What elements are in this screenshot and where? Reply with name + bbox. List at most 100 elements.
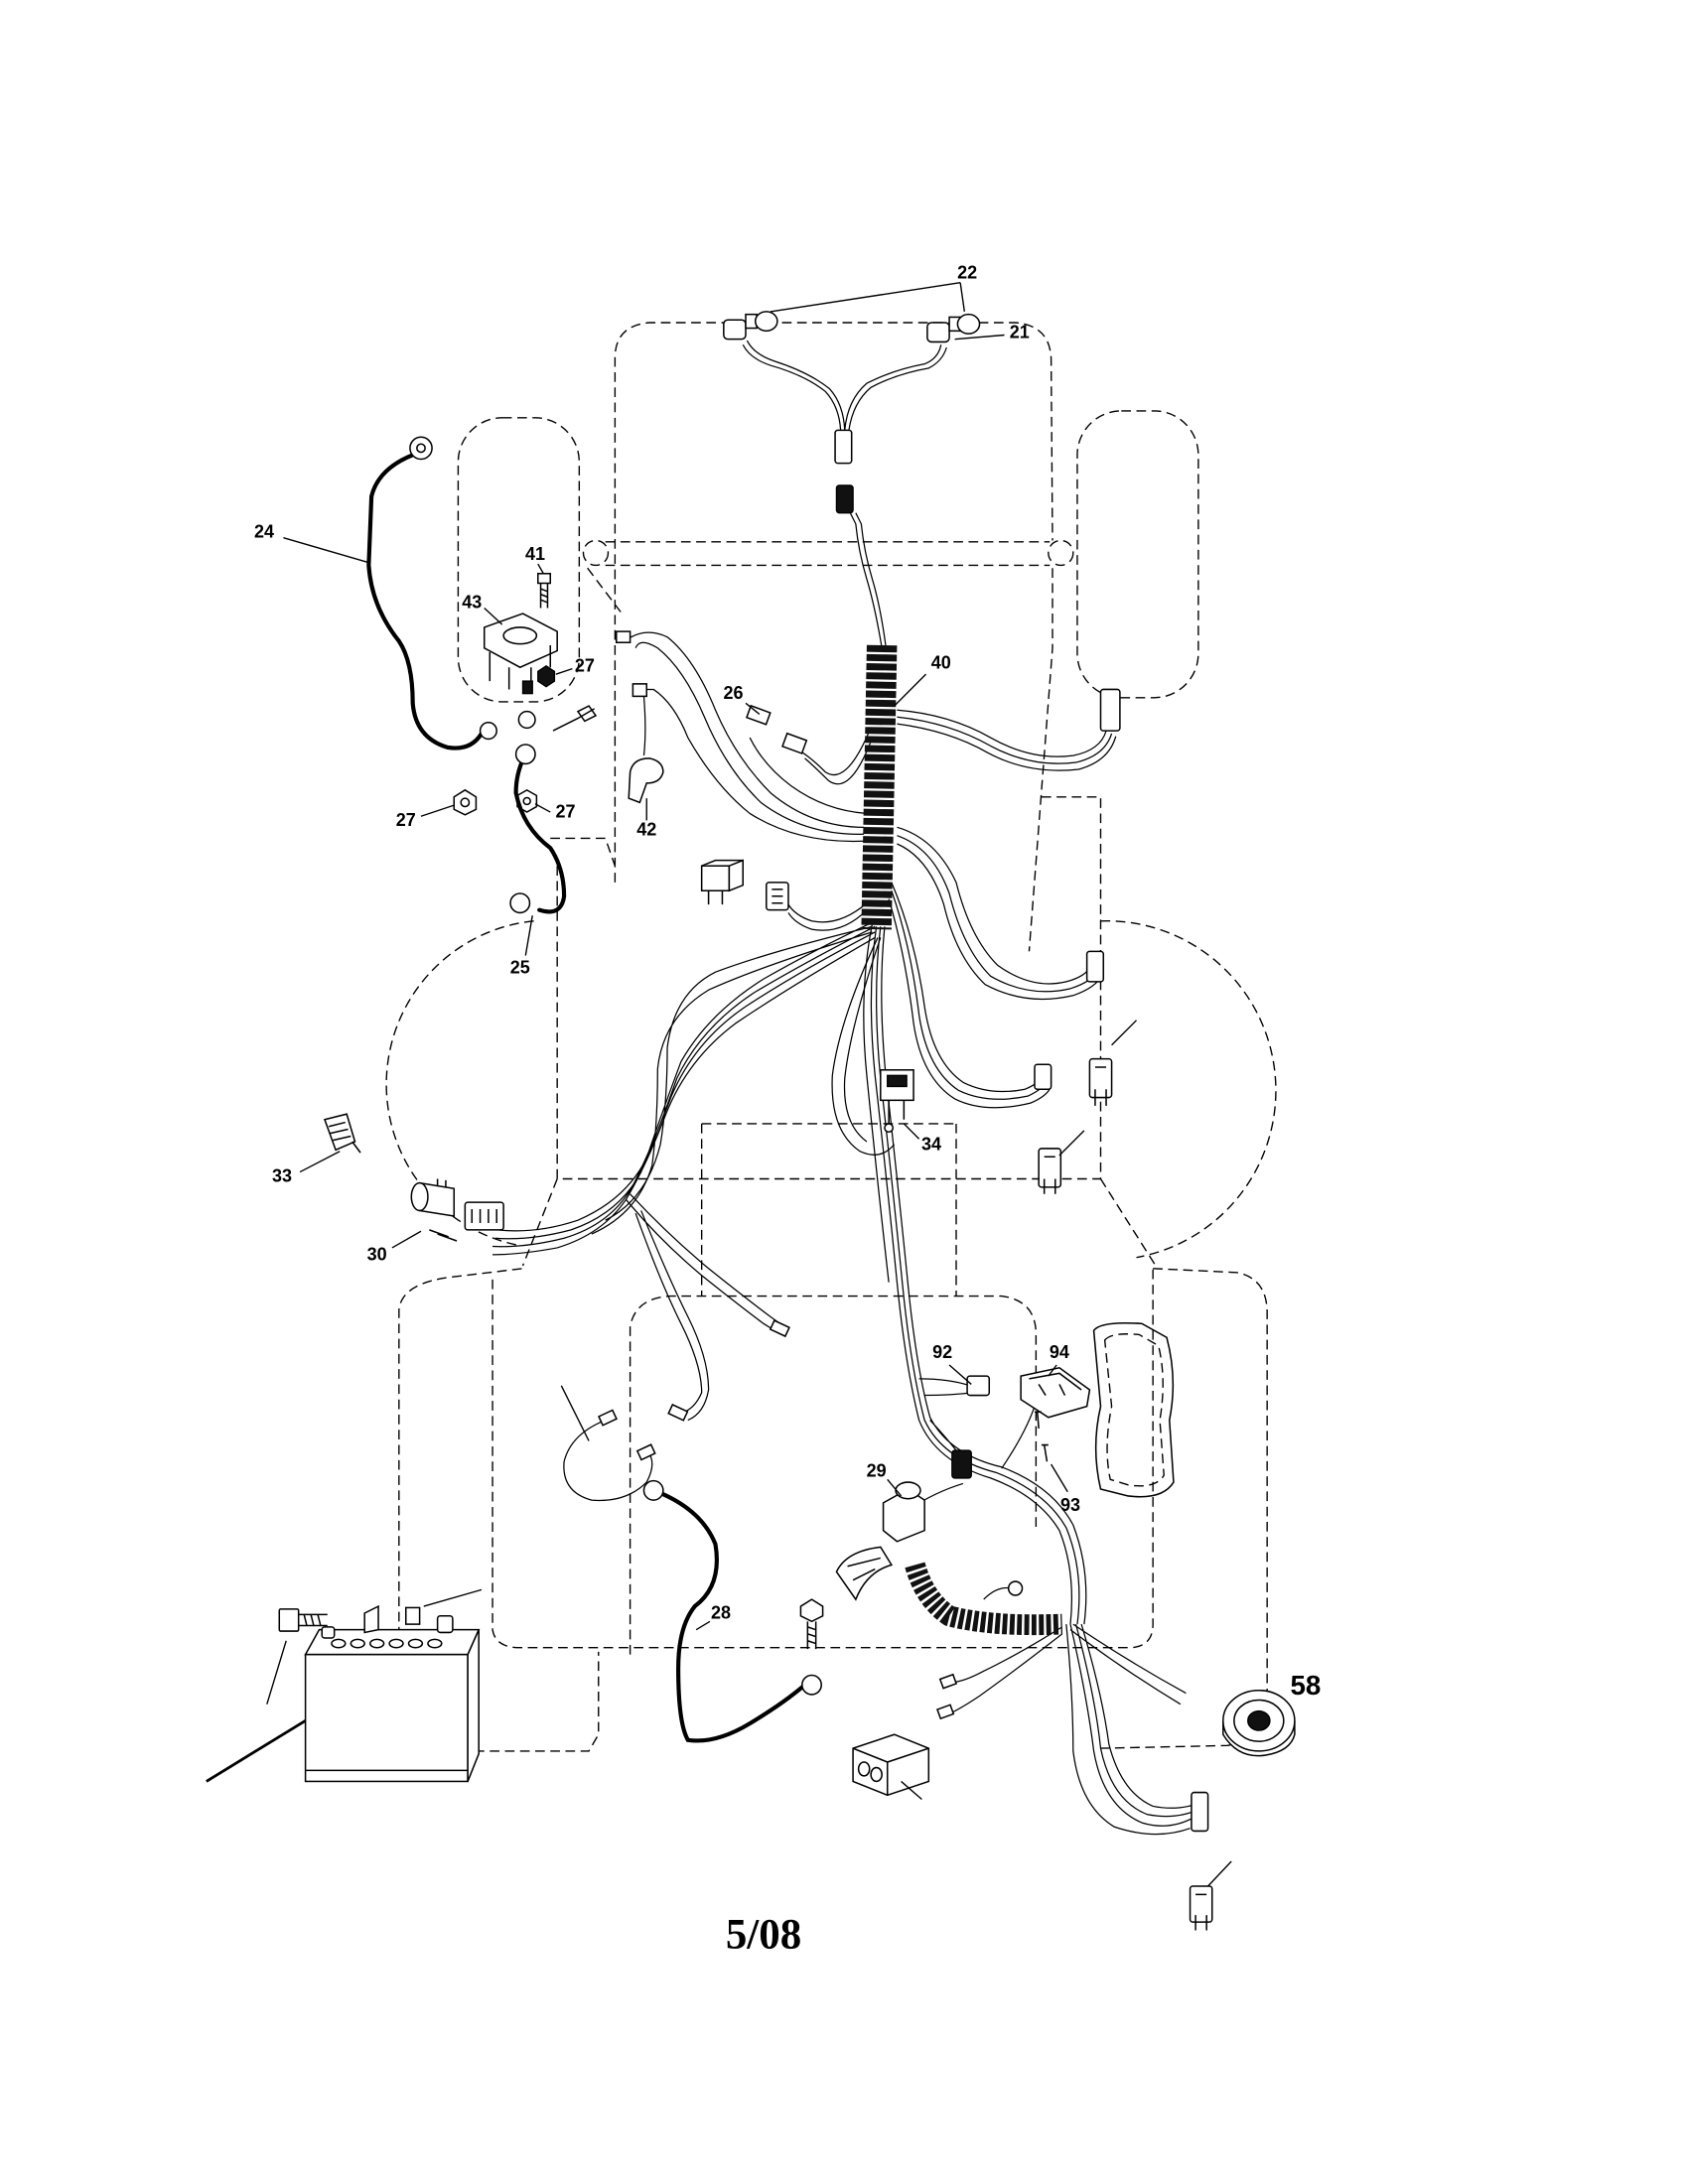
- ignition-switch-face: [410, 1181, 429, 1212]
- ignition-switch-pins: [429, 1178, 458, 1242]
- part-58-center: [1247, 1709, 1271, 1731]
- connector-92: [951, 1375, 991, 1479]
- front-wheel-left: [457, 417, 581, 703]
- callout-27-right: 27: [555, 802, 575, 822]
- callout-34: 34: [921, 1134, 941, 1154]
- module-94: [1020, 1366, 1091, 1419]
- connector-end-lower-right: [1191, 1791, 1209, 1833]
- switch-plug-middle-leader: [1058, 1130, 1085, 1157]
- nut-27-right-hole: [522, 796, 531, 806]
- relay: [700, 859, 789, 911]
- callout-24: 24: [254, 522, 274, 542]
- battery-post-positive: [436, 1615, 454, 1634]
- battery-bolt-head: [278, 1608, 300, 1632]
- switch-plug-middle-body: [1038, 1148, 1062, 1188]
- callout-26: 26: [724, 683, 744, 703]
- part-29-plug: [835, 1546, 894, 1601]
- callout-43: 43: [462, 592, 482, 612]
- callout-leaders: [283, 282, 1068, 1631]
- switch-plug-upper: [1088, 1020, 1138, 1106]
- solenoid-lead-terminal: [552, 705, 598, 732]
- pedal-bracket: [1092, 1321, 1175, 1498]
- switch-34-terminals: [888, 1100, 906, 1124]
- module-94-detail: [1029, 1372, 1082, 1396]
- harness-terminal-upper: [615, 630, 632, 643]
- part-58-ring: [1233, 1699, 1285, 1742]
- callout-28: 28: [711, 1603, 731, 1623]
- part-58: [1222, 1690, 1296, 1757]
- headlight-socket-right: [926, 322, 950, 343]
- harness-branch-26: [800, 730, 874, 785]
- switch-34-terminal-ring: [884, 1123, 895, 1134]
- battery-post-negative: [321, 1626, 336, 1639]
- screws-93: [1034, 1411, 1049, 1462]
- callout-40: 40: [931, 653, 951, 673]
- connectors-26: [746, 704, 808, 754]
- connector-26-b: [781, 732, 808, 754]
- headlight-bulb-left: [754, 311, 778, 333]
- lead-loop-leader: [560, 1385, 590, 1441]
- ignition-module: [852, 1673, 958, 1801]
- harness-end-connectors: [1034, 688, 1209, 1833]
- bolt-41: [537, 573, 552, 609]
- switch-34: [880, 1069, 914, 1134]
- battery-leader: [206, 1719, 307, 1783]
- front-axle-pivot-right: [1048, 539, 1074, 567]
- battery-front: [304, 1653, 469, 1783]
- part-29-plug-detail: [847, 1557, 881, 1581]
- headlight-harness-21: [742, 340, 947, 431]
- solenoid-stud: [521, 680, 533, 695]
- module-lead-terminal-b: [936, 1704, 955, 1720]
- ring-terminal-25-top: [514, 744, 536, 765]
- callout-92: 92: [932, 1342, 952, 1362]
- battery-bolt-shank: [298, 1613, 328, 1627]
- callout-94: 94: [1050, 1342, 1069, 1362]
- callout-25: 25: [510, 958, 530, 978]
- ground-cable-28-wire: [655, 1489, 807, 1743]
- relay-pins: [707, 890, 724, 905]
- ignition-module-port-a: [857, 1761, 871, 1777]
- ground-bolt-shank: [806, 1621, 817, 1650]
- ignition-module-leader: [901, 1780, 922, 1801]
- battery-side: [467, 1629, 480, 1782]
- battery-cap-5: [407, 1638, 424, 1649]
- switch-plug-middle: [1038, 1130, 1085, 1194]
- ring-terminal-24-top: [409, 436, 433, 461]
- lead-terminal-a: [769, 1319, 790, 1338]
- nut-27-right: [516, 788, 538, 813]
- ground-bolt: [799, 1598, 824, 1650]
- harness-branch-seat-leads: [563, 1193, 781, 1502]
- ring-terminal-28-bottom: [801, 1674, 822, 1696]
- ignition-switch-plug-slots: [471, 1209, 497, 1223]
- ignition-module-edge: [852, 1747, 929, 1796]
- battery-nut: [404, 1606, 421, 1625]
- ring-terminal-28-top: [642, 1479, 664, 1501]
- switch-plug-bottom-detail: [1194, 1893, 1207, 1931]
- harness-branch-relay: [787, 902, 868, 931]
- switch-34-rocker: [887, 1074, 908, 1088]
- headlight-connector-lower: [835, 484, 854, 514]
- harness-branch-right-upper: [897, 709, 1117, 771]
- tractor-outline: [385, 322, 1277, 1752]
- headlight-connector-upper: [834, 429, 853, 465]
- harness-branch-lower: [951, 1586, 1206, 1836]
- harness-branch-left-upper: [628, 631, 867, 843]
- harness-conduit-40: [861, 644, 898, 930]
- relay-connector-slots: [772, 888, 783, 904]
- callout-58: 58: [1291, 1670, 1322, 1701]
- headlight-lead: [849, 512, 887, 648]
- harness-branch-right-mid: [888, 826, 1103, 1109]
- front-axle-pivot-left: [582, 539, 610, 567]
- connector-92-lower: [951, 1449, 972, 1479]
- callout-27-top: 27: [575, 655, 595, 675]
- fuse-holder-body: [628, 757, 664, 804]
- solenoid-washer: [517, 710, 536, 730]
- battery-terminal-bracket: [363, 1604, 379, 1634]
- battery-cable-24-wire: [366, 453, 485, 751]
- ignition-switch-30: [410, 1178, 504, 1242]
- battery-cap-3: [368, 1638, 385, 1649]
- callout-29: 29: [867, 1460, 887, 1480]
- pedal-bracket-inner: [1103, 1333, 1165, 1487]
- ground-cable-28: [642, 1479, 1024, 1743]
